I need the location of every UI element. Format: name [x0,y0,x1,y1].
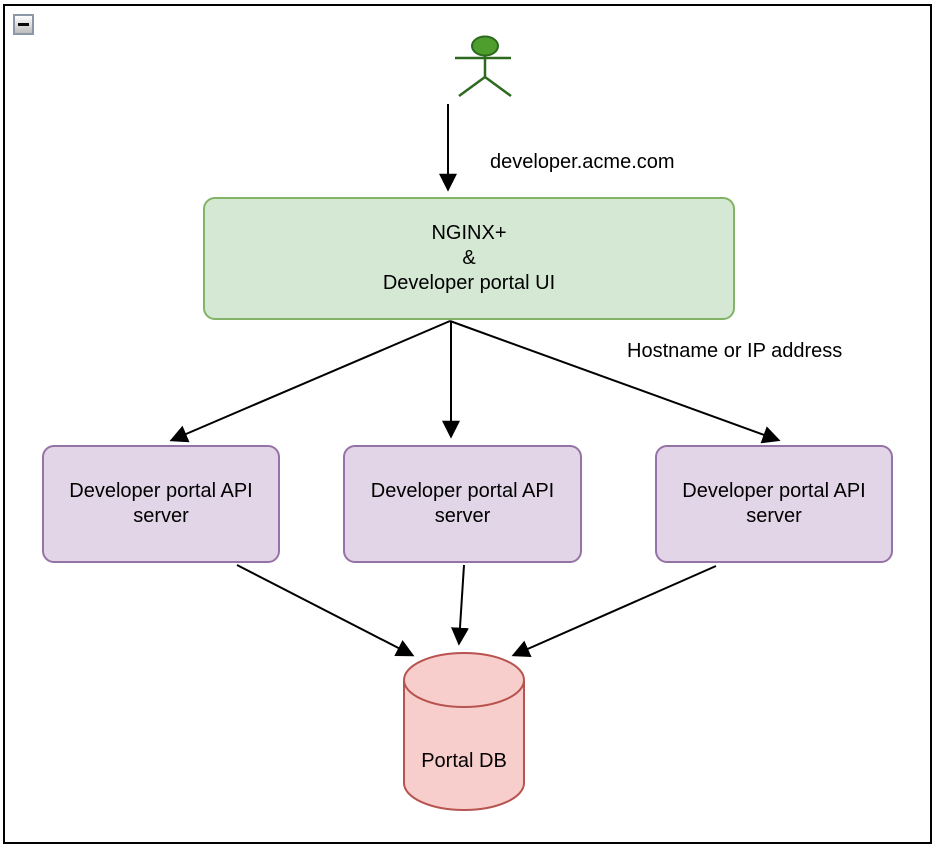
edge-label-routing-hint[interactable]: Hostname or IP address [627,340,843,362]
actor-leg-right [484,75,512,98]
node-portal-db[interactable]: Portal DB [403,652,525,811]
edge-api-2-to-db[interactable] [450,564,469,646]
db-cylinder-body [403,680,525,811]
node-api-server-1-label: Developer portal API server [69,480,253,527]
collapse-minus-icon [18,23,29,26]
actor-head [471,35,499,57]
collapse-group-button[interactable] [13,14,34,35]
db-cylinder-top [403,652,525,708]
edge-nginx-to-api-1[interactable] [169,320,451,443]
node-api-server-3[interactable]: Developer portal API server [655,445,893,563]
user-actor-icon[interactable] [455,35,512,98]
node-api-server-2[interactable]: Developer portal API server [343,445,582,563]
node-api-server-3-label: Developer portal API server [682,480,866,527]
node-nginx-line-1: NGINX+ [431,222,507,244]
edge-nginx-to-api-3[interactable] [449,320,781,444]
edge-api-3-to-db[interactable] [511,565,717,658]
node-api-server-2-label: Developer portal API server [370,480,555,527]
node-portal-db-label: Portal DB [421,750,507,772]
node-api-server-1[interactable]: Developer portal API server [42,445,280,563]
node-nginx-line-3: Developer portal UI [382,272,556,294]
node-nginx-line-2: & [462,247,476,269]
edge-api-1-to-db[interactable] [236,564,415,657]
node-nginx-portal-ui[interactable]: NGINX+ & Developer portal UI [203,197,735,320]
actor-leg-left [458,75,486,98]
edge-label-request-url[interactable]: developer.acme.com [490,151,675,173]
diagram-frame [3,4,932,844]
